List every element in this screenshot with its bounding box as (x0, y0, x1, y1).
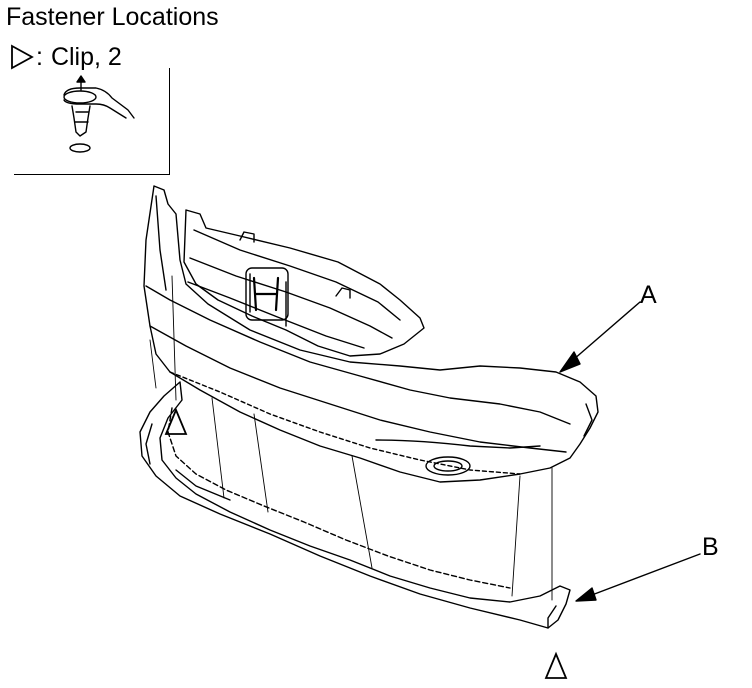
clip-triangle-icon (11, 44, 34, 70)
front-bumper-cover (143, 185, 599, 483)
legend-separator: : (36, 42, 43, 71)
callout-b-arrow (575, 553, 701, 602)
clip-detail-box (14, 68, 170, 175)
clip-marker-upper-icon (164, 407, 188, 435)
front-grille (183, 209, 425, 357)
alignment-lines (149, 275, 553, 601)
clip-location-markers (164, 407, 568, 679)
callout-a-label: A (640, 281, 657, 309)
callout-a-arrow (559, 301, 641, 373)
clip-marker-lower-icon (544, 651, 568, 679)
callout-b-label: B (702, 533, 719, 561)
fastener-legend: : Clip, 2 (10, 42, 122, 72)
diagram-title: Fastener Locations (6, 3, 219, 31)
clip-illustration-icon (63, 75, 135, 153)
lower-bumper-spoiler (139, 381, 571, 629)
legend-label: Clip, 2 (50, 42, 122, 71)
